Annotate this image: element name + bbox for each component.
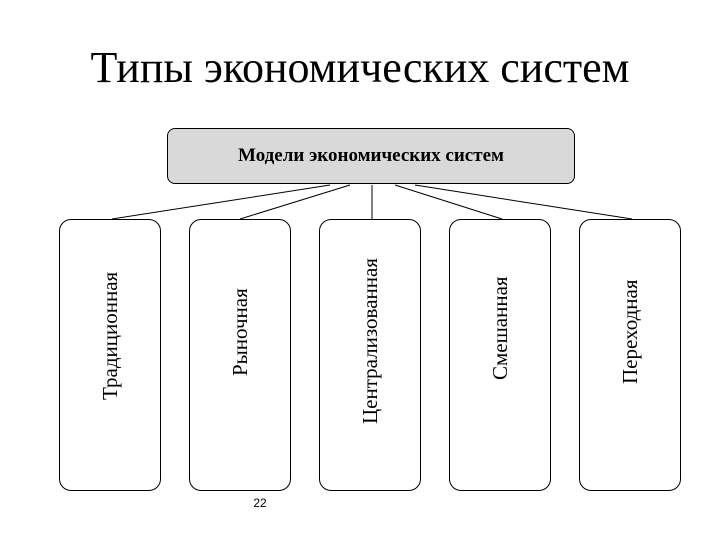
model-box-traditional: Традиционная [59,219,161,491]
connector-market [239,184,351,220]
model-label-mixed: Смешанная [488,276,512,380]
model-box-centralized: Централизованная [319,219,421,491]
model-label-transitional: Переходная [618,279,642,384]
model-label-market: Рыночная [228,288,252,376]
connector-traditional [111,184,331,220]
root-node-label: Модели экономических систем [238,145,504,166]
slide-title: Типы экономических систем [90,43,630,92]
model-label-centralized: Централизованная [358,258,382,424]
model-box-market: Рыночная [189,219,291,491]
page-number: 22 [253,496,267,510]
connector-mixed [394,184,503,220]
root-node-box: Модели экономических систем [167,128,575,184]
model-label-traditional: Традиционная [98,271,122,400]
connector-transitional [414,184,633,220]
model-box-mixed: Смешанная [449,219,551,491]
model-box-transitional: Переходная [579,219,681,491]
